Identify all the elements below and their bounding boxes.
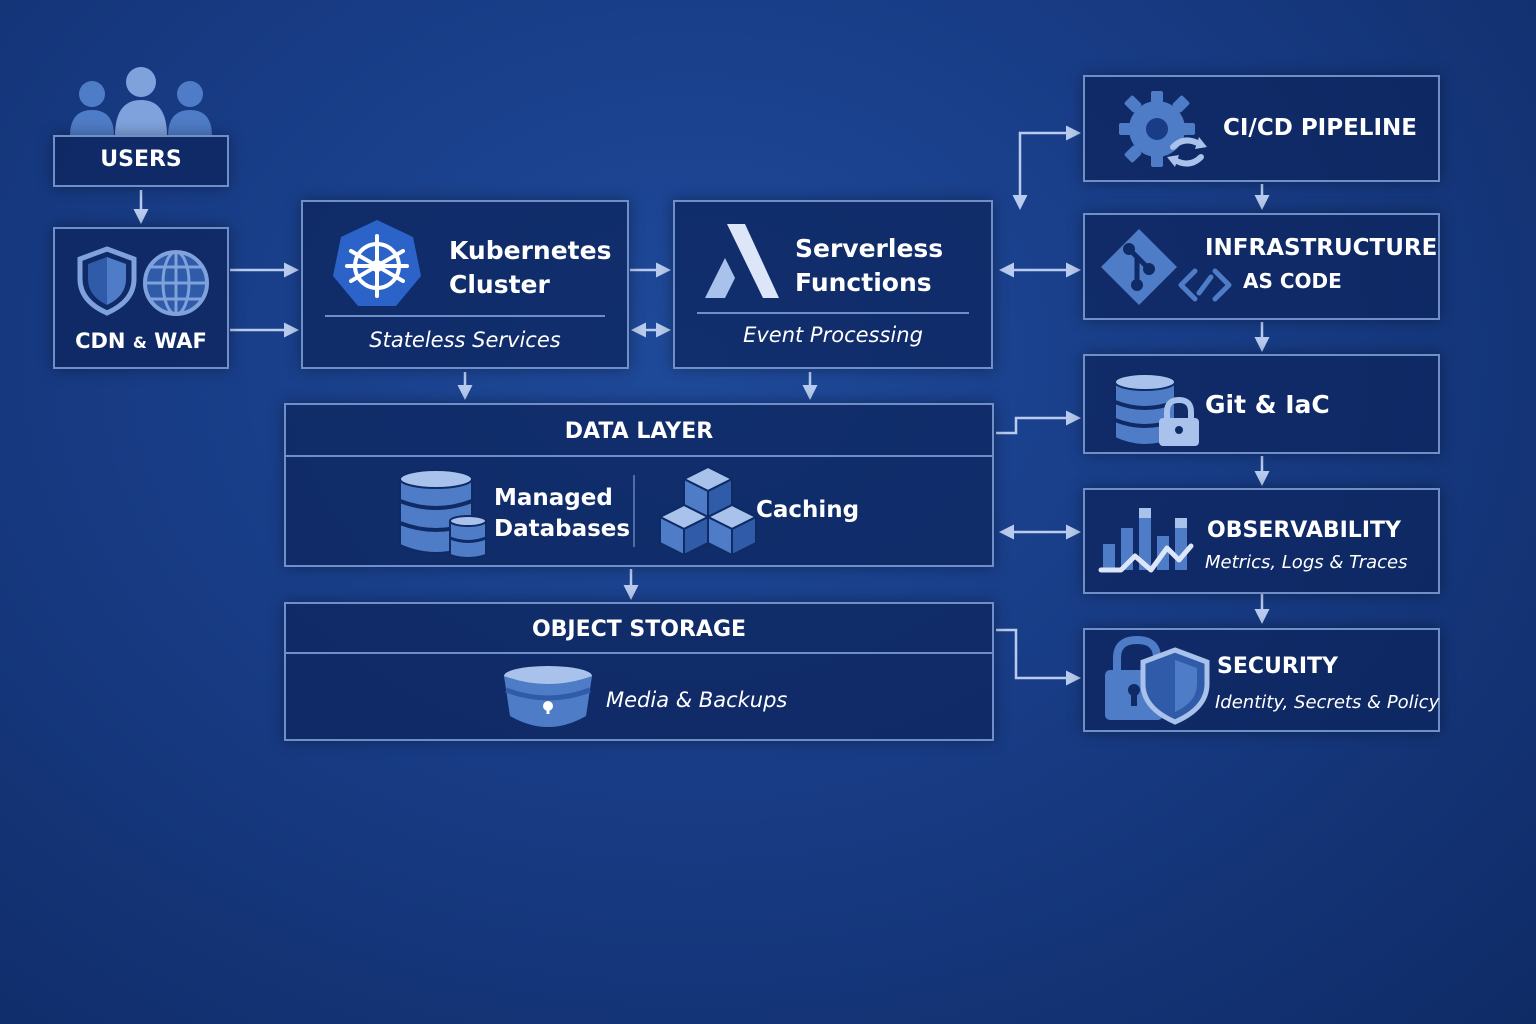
gear-sync-icon bbox=[1119, 91, 1207, 167]
serverless-functions-box: Serverless Functions Event Processing bbox=[673, 200, 993, 369]
observability-subtitle: Metrics, Logs & Traces bbox=[1205, 552, 1408, 573]
cdn-label: CDN bbox=[75, 329, 126, 353]
object-storage-title: OBJECT STORAGE bbox=[531, 617, 747, 642]
git-iac-box: Git & IaC bbox=[1083, 354, 1440, 454]
database-icon bbox=[399, 469, 487, 559]
object-storage-box: OBJECT STORAGE Media & Backups bbox=[284, 602, 994, 741]
cicd-title: CI/CD PIPELINE bbox=[1223, 115, 1417, 141]
serverless-divider bbox=[697, 312, 969, 314]
serverless-title-line2: Functions bbox=[795, 268, 932, 297]
code-sync-icon bbox=[1178, 268, 1232, 302]
caching-label: Caching bbox=[756, 497, 860, 523]
kubernetes-subtitle: Stateless Services bbox=[369, 328, 561, 352]
cdn-amp: & bbox=[132, 333, 147, 352]
users-icon bbox=[70, 67, 212, 136]
managed-databases-line1: Managed bbox=[494, 485, 613, 511]
padlock-shield-icon bbox=[1105, 635, 1210, 725]
kubernetes-title-line2: Cluster bbox=[449, 270, 550, 299]
users-box bbox=[53, 135, 229, 187]
waf-label: WAF bbox=[154, 329, 207, 353]
cicd-pipeline-box: CI/CD PIPELINE bbox=[1083, 75, 1440, 182]
object-storage-subtitle: Media & Backups bbox=[606, 688, 788, 712]
arrow-to-cicd bbox=[1012, 125, 1081, 210]
arrow-storage-to-security bbox=[996, 628, 1081, 686]
git-iac-title: Git & IaC bbox=[1205, 390, 1330, 419]
security-title: SECURITY bbox=[1217, 654, 1338, 679]
kubernetes-cluster-box: Kubernetes Cluster Stateless Services bbox=[301, 200, 629, 369]
data-layer-column-divider bbox=[633, 475, 635, 547]
serverless-title-line1: Serverless bbox=[795, 234, 944, 263]
arrow-data-to-git bbox=[996, 410, 1081, 435]
object-storage-header-divider bbox=[286, 652, 992, 654]
storage-bucket-icon bbox=[504, 666, 592, 727]
managed-databases-line2: Databases bbox=[494, 516, 631, 542]
kubernetes-title-line1: Kubernetes bbox=[449, 236, 612, 265]
kubernetes-helm-icon bbox=[333, 220, 421, 306]
data-layer-box: DATA LAYER Managed Databases Cachi bbox=[284, 403, 994, 567]
security-box: SECURITY Identity, Secrets & Policy bbox=[1083, 628, 1440, 732]
shield-icon bbox=[77, 246, 137, 316]
metrics-chart-icon bbox=[1098, 508, 1194, 573]
caching-cubes-icon bbox=[657, 465, 759, 557]
iac-box: INFRASTRUCTURE AS CODE bbox=[1083, 213, 1440, 320]
iac-title-line2: AS CODE bbox=[1243, 269, 1342, 293]
data-layer-title: DATA LAYER bbox=[564, 419, 714, 444]
cdn-waf-box: CDN & WAF bbox=[53, 227, 229, 369]
observability-box: OBSERVABILITY Metrics, Logs & Traces bbox=[1083, 488, 1440, 594]
security-subtitle: Identity, Secrets & Policy bbox=[1215, 692, 1440, 713]
iac-title-line1: INFRASTRUCTURE bbox=[1205, 235, 1438, 261]
globe-icon bbox=[143, 250, 209, 316]
cdn-waf-label: CDN & WAF bbox=[55, 329, 227, 353]
data-layer-header-divider bbox=[286, 455, 992, 457]
serverless-subtitle: Event Processing bbox=[743, 323, 923, 347]
lambda-icon bbox=[705, 224, 779, 298]
database-lock-icon bbox=[1114, 373, 1199, 446]
kubernetes-divider bbox=[325, 315, 605, 317]
git-logo-icon bbox=[1101, 229, 1177, 305]
observability-title: OBSERVABILITY bbox=[1207, 518, 1401, 543]
users-label: USERS bbox=[100, 147, 182, 172]
